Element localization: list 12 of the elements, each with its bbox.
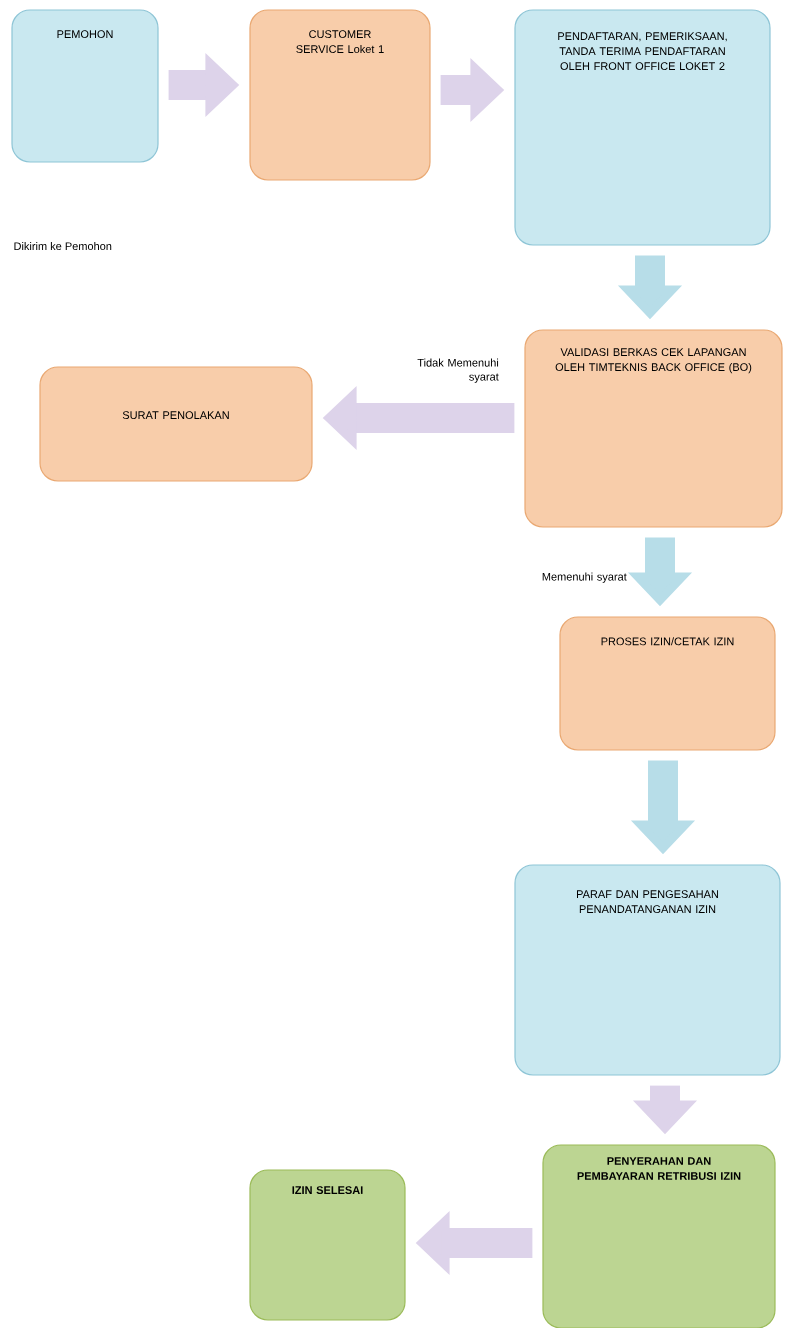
process-box: PENDAFTARAN, PEMERIKSAAN, TANDA TERIMA PENDAFTARAN OLEH FRONT OFFICE LOKET 2 [514,9,771,246]
edge-label: Tidak Memenuhi syarat [417,358,499,383]
process-box: SURAT PENOLAKAN [39,366,313,482]
process-box: PEMOHON [11,9,159,163]
note-text: Dikirim ke Pemohon [14,242,112,251]
process-box: PENYERAHAN DAN PEMBAYARAN RETRIBUSI IZIN [542,1144,776,1328]
process-box: CUSTOMER SERVICE Loket 1 [249,9,431,181]
process-box: IZIN SELESAI [249,1169,406,1321]
process-box: PARAF DAN PENGESAHAN PENANDATANGANAN IZIN [514,864,781,1076]
process-box: VALIDASI BERKAS CEK LAPANGAN OLEH TIMTEKNIS BACK OFFICE (BO) [524,329,783,528]
process-box: PROSES IZIN/CETAK IZIN [559,616,776,751]
edge-label: Memenuhi syarat [542,572,627,583]
